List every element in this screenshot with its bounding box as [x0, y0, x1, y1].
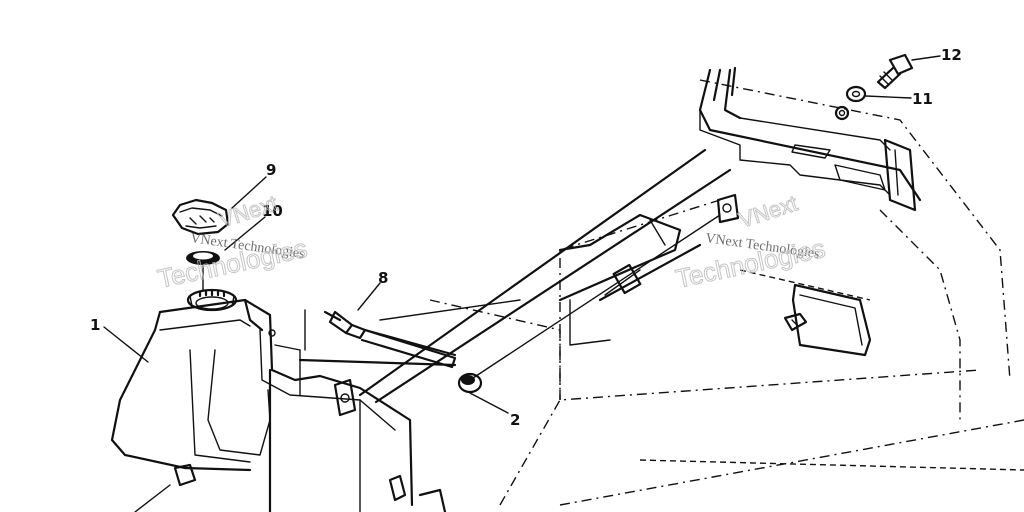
grommet-part — [457, 372, 483, 394]
fuel-tank — [110, 298, 447, 512]
fuel-line — [558, 213, 702, 346]
callout-9: 9 — [266, 161, 276, 179]
fuel-cap — [171, 198, 230, 236]
bolt-part — [876, 53, 914, 90]
watermark-right: VNext VNext Technologies Technologies — [673, 190, 829, 294]
callout-labels: 1 2 8 9 10 11 12 — [90, 46, 962, 429]
callout-11: 11 — [912, 90, 933, 108]
rod-end-bracket — [716, 193, 740, 224]
callout-12: 12 — [941, 46, 962, 64]
callout-2: 2 — [510, 411, 520, 429]
bracket-hole — [834, 105, 850, 121]
cap-gasket — [186, 251, 220, 291]
tank-filler-neck — [186, 288, 238, 312]
watermark-brand-outline: VNext — [736, 190, 801, 232]
fitting-part — [323, 310, 457, 369]
cross-member — [698, 66, 922, 212]
callout-8: 8 — [378, 269, 388, 287]
leader-lines — [103, 55, 941, 512]
support-rods — [298, 148, 732, 404]
callout-1: 1 — [90, 316, 100, 334]
watermark-brand-outline: VNext — [216, 190, 281, 232]
callout-10: 10 — [262, 202, 283, 220]
chassis-frame — [429, 79, 1024, 506]
washer-part — [845, 85, 867, 103]
mounting-bracket-right — [783, 283, 872, 357]
